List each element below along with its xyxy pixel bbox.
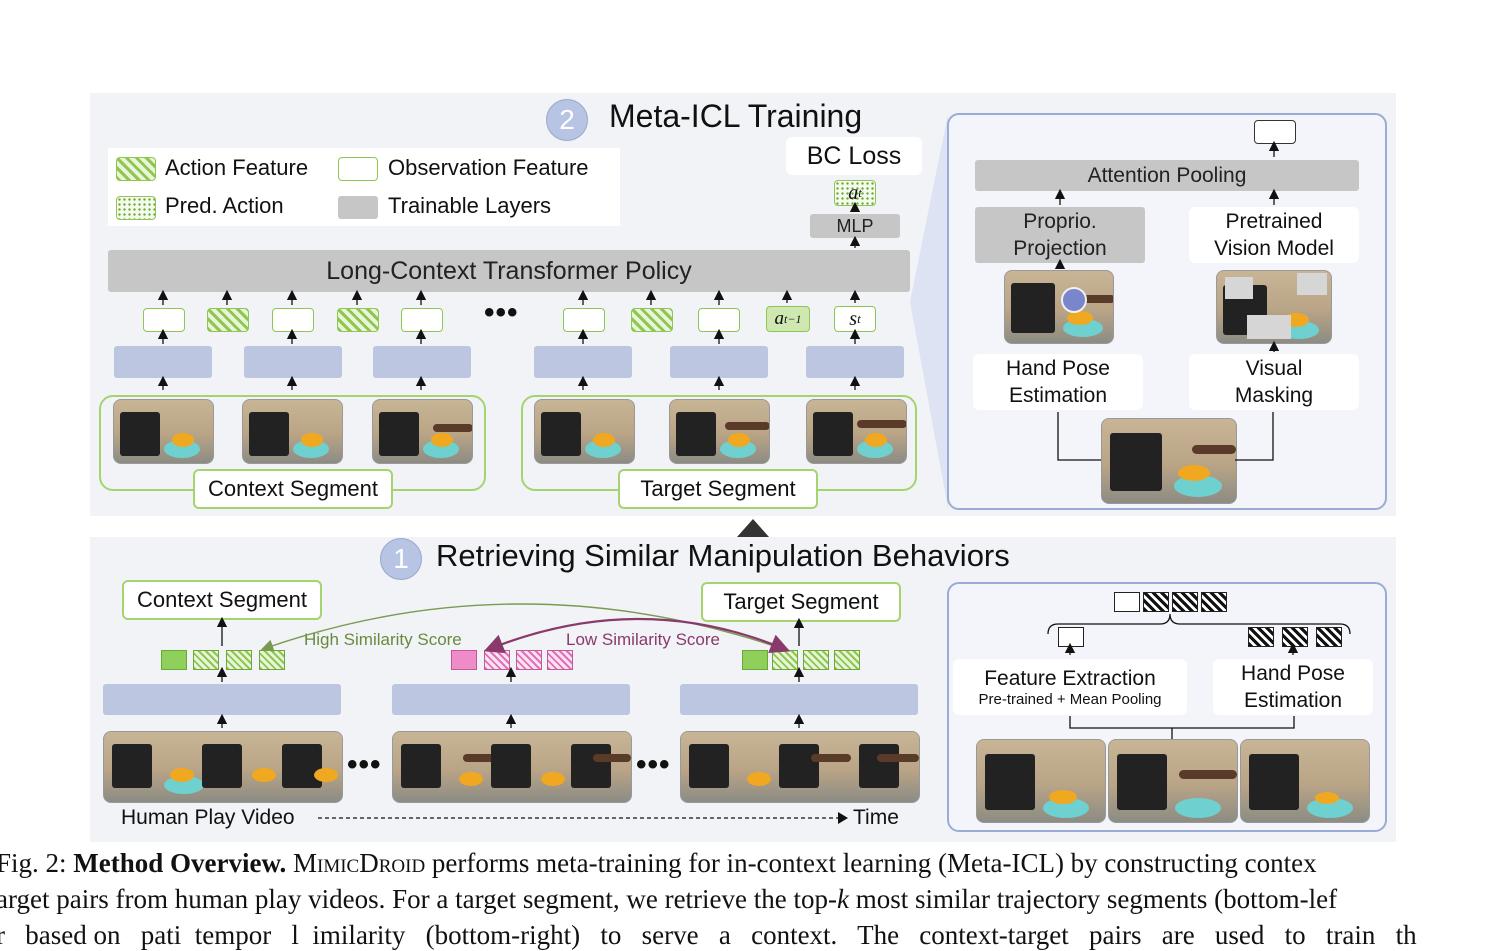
caption-bold: Method Overview.	[73, 848, 287, 878]
ellipsis-bottom-2: •••	[636, 748, 671, 781]
feature-extraction-label: Feature Extraction	[984, 666, 1156, 690]
caption-method-name: MimicDroid	[293, 848, 426, 878]
video-strip-1	[103, 731, 343, 803]
feature-square	[161, 650, 187, 670]
a-prev-sub: t−1	[784, 311, 802, 326]
legend-pred-label: Pred. Action	[165, 193, 284, 218]
encoder-2	[244, 346, 342, 378]
masked-photo	[1216, 270, 1332, 344]
visual-masking: Visual Masking	[1189, 354, 1359, 410]
pretrained-vision-model: Pretrained Vision Model	[1189, 207, 1359, 263]
retrieval-title: Retrieving Similar Manipulation Behavior…	[436, 538, 1010, 573]
caption-line2-b: most similar trajectory segments (bottom…	[848, 884, 1338, 914]
combined-feature-hatched	[1172, 592, 1198, 612]
caption-line-2: arget pairs from human play videos. For …	[0, 884, 1337, 915]
target-segment-label: Target Segment	[618, 469, 818, 509]
ellipsis-top: •••	[484, 296, 519, 329]
encoder-bottom-3	[680, 684, 918, 715]
input-frame-photo	[1101, 418, 1237, 504]
frame-photo	[372, 399, 473, 464]
feature-extraction-sub: Pre-trained + Mean Pooling	[978, 690, 1162, 708]
combined-feature-white	[1114, 592, 1140, 612]
action-token-1	[207, 308, 249, 332]
encoder-5	[670, 346, 768, 378]
mlp-layer: MLP	[810, 214, 900, 238]
frame-photo	[242, 399, 343, 464]
combined-feature-hatched	[1201, 592, 1227, 612]
caption-k: k	[837, 884, 849, 914]
inset-frame-photo	[1108, 739, 1238, 823]
high-similarity-label: High Similarity Score	[304, 630, 462, 649]
meta-icl-title: Meta-ICL Training	[609, 98, 863, 134]
st-sub: t	[857, 311, 861, 326]
feature-square	[834, 650, 860, 670]
hand-pose-estimation-bottom: Hand Pose Estimation	[1213, 659, 1373, 715]
action-token-2	[337, 308, 379, 332]
frame-photo	[806, 399, 907, 464]
encoder-6	[806, 346, 904, 378]
at-sub: t	[858, 185, 862, 200]
feature-square	[451, 650, 477, 670]
caption-line2-a: arget pairs from human play videos. For …	[0, 884, 837, 914]
video-strip-2	[392, 731, 632, 803]
frame-photo	[534, 399, 635, 464]
zoom-wedge	[910, 114, 948, 508]
encoder-3	[373, 346, 471, 378]
time-label: Time	[853, 806, 899, 829]
transformer-policy: Long-Context Transformer Policy	[108, 250, 910, 292]
action-token-4	[631, 308, 673, 332]
legend-observation-label: Observation Feature	[388, 155, 589, 180]
hand-pose-estimation-top: Hand Pose Estimation	[973, 354, 1143, 410]
caption-fig-prefix: Fig. 2:	[0, 848, 74, 878]
caption-line-1: Fig. 2: Method Overview. MimicDroid perf…	[0, 848, 1317, 879]
legend-action-label: Action Feature	[165, 155, 309, 180]
frame-photo	[113, 399, 214, 464]
encoder-bottom-2	[392, 684, 630, 715]
legend-trainable-label: Trainable Layers	[388, 193, 552, 218]
frame-photo	[669, 399, 770, 464]
st-symbol: s	[849, 307, 858, 330]
hand-feature-hatched	[1316, 627, 1342, 647]
legend-pred-swatch	[116, 196, 156, 220]
combined-feature-hatched	[1143, 592, 1169, 612]
context-segment-label: Context Segment	[193, 469, 393, 509]
hand-pose-photo	[1004, 270, 1114, 344]
feature-square	[226, 650, 252, 670]
at-symbol: a	[848, 181, 859, 204]
retrieval-target-segment: Target Segment	[701, 582, 901, 622]
encoder-1	[114, 346, 212, 378]
step-2-badge: 2	[546, 99, 588, 141]
inset-frame-photo	[976, 739, 1106, 823]
legend-observation-swatch	[338, 157, 378, 181]
inset-frame-photo	[1240, 739, 1370, 823]
proprio-projection: Proprio. Projection	[975, 207, 1145, 263]
legend-trainable-swatch	[338, 196, 378, 219]
feature-square	[193, 650, 219, 670]
caption-line-3: r based on pati tempor l imilarity (bott…	[0, 920, 1417, 950]
hand-feature-hatched	[1248, 627, 1274, 647]
encoder-bottom-1	[103, 684, 341, 715]
legend-action-swatch	[116, 157, 156, 181]
feature-square	[803, 650, 829, 670]
encoder-4	[534, 346, 632, 378]
step-1-badge: 1	[380, 538, 422, 580]
attention-pooling: Attention Pooling	[975, 160, 1359, 191]
caption-line1-rest: performs meta-training for in-context le…	[425, 848, 1317, 878]
ellipsis-bottom-1: •••	[347, 748, 382, 781]
human-play-video-label: Human Play Video	[121, 806, 295, 829]
video-strip-3	[680, 731, 920, 803]
bc-loss-label: BC Loss	[786, 137, 922, 175]
feature-extraction-box: Feature Extraction Pre-trained + Mean Po…	[953, 659, 1187, 715]
a-prev-symbol: a	[774, 308, 785, 329]
